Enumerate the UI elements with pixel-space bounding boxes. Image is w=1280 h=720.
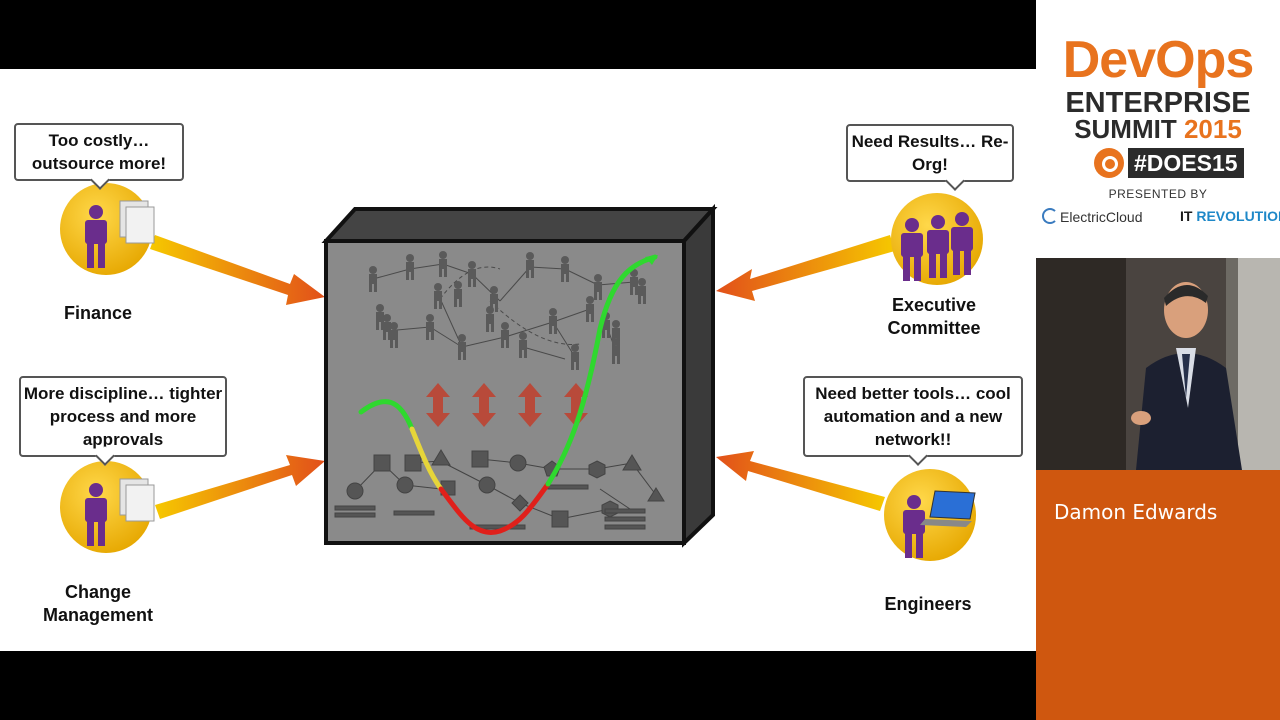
logo-summit: SUMMIT [1074, 114, 1177, 144]
finance-bubble-text: Too costly… outsource more! [31, 131, 167, 173]
change-person-icon [60, 461, 155, 553]
engineers-speech-bubble: Need better tools… cool automation and a… [803, 376, 1023, 466]
sponsor-it-revolution: IT REVOLUTION [1180, 208, 1280, 224]
logo-summit-line: SUMMIT 2015 [1036, 115, 1280, 143]
electric-cloud-icon [1042, 208, 1058, 224]
org-network [369, 251, 646, 370]
target-icon [1094, 148, 1124, 178]
double-arrow-icons [426, 383, 588, 427]
logo-year: 2015 [1183, 114, 1242, 144]
engineer-person-icon [884, 469, 976, 561]
finance-person-icon [60, 183, 155, 275]
arrow-icon [150, 235, 895, 519]
executive-label: Executive Committee [887, 295, 981, 338]
box-icon [321, 203, 718, 548]
executive-bubble-text: Need Results… Re-Org! [851, 132, 1009, 174]
sponsor2-name: REVOLUTION [1196, 208, 1280, 224]
finance-label: Finance [63, 303, 133, 323]
speaker-name: Damon Edwards [1054, 500, 1218, 524]
sponsor1-name: ElectricCloud [1060, 209, 1143, 225]
laptop-icon [920, 490, 976, 527]
trend-curve-icon [358, 254, 658, 535]
engineers-bubble-text: Need better tools… cool automation and a… [815, 384, 1011, 449]
hashtag: #DOES15 [1128, 148, 1244, 178]
sponsor2-prefix: IT [1180, 208, 1193, 224]
speaker-image [1036, 258, 1280, 470]
finance-speech-bubble: Too costly… outsource more! [14, 123, 184, 190]
sponsor-electric-cloud: ElectricCloud [1042, 208, 1142, 225]
executive-speech-bubble: Need Results… Re-Org! [846, 124, 1014, 191]
diagram-graphics [60, 183, 983, 561]
change-bubble-text: More discipline… tighter process and mor… [23, 384, 223, 449]
infrastructure-network [334, 449, 665, 530]
logo-enterprise: ENTERPRISE [1065, 87, 1251, 119]
engineers-label: Engineers [884, 594, 972, 614]
slide: Too costly… outsource more! Need Results… [0, 69, 1036, 651]
sidebar: DevOps ENTERPRISE SUMMIT 2015 #DOES15 PR… [1036, 0, 1280, 720]
presented-by: PRESENTED BY [1108, 187, 1208, 201]
change-label: Change Management [42, 582, 154, 625]
document-icon [119, 200, 155, 244]
change-speech-bubble: More discipline… tighter process and mor… [19, 376, 227, 466]
conference-logo: DevOps ENTERPRISE SUMMIT 2015 #DOES15 PR… [1036, 0, 1280, 258]
speaker-name-box: Damon Edwards [1036, 470, 1280, 720]
executive-group-icon [891, 193, 983, 285]
logo-devops: DevOps [1062, 31, 1255, 89]
speaker-video [1036, 258, 1280, 470]
